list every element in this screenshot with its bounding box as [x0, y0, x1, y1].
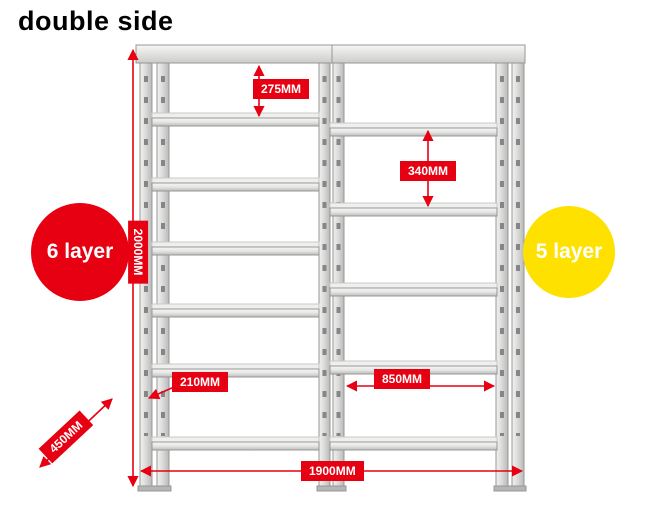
- six-layer-badge: 6 layer: [31, 203, 129, 301]
- page-title: double side: [18, 6, 174, 36]
- left-bay-shelves: [151, 112, 320, 451]
- dim-label-top-gap: 275MM: [253, 79, 310, 100]
- shelf-uprights: [139, 57, 525, 489]
- dim-label-right-gap: 340MM: [400, 161, 457, 182]
- shelf-top-caps: [135, 44, 526, 64]
- five-layer-badge: 5 layer: [523, 206, 615, 298]
- five-layer-badge-label: 5 layer: [535, 240, 603, 263]
- dim-label-total-width: 1900MM: [301, 461, 364, 482]
- shelf-frame: [135, 44, 527, 492]
- shelf-feet: [137, 485, 527, 492]
- six-layer-badge-label: 6 layer: [46, 240, 114, 263]
- dim-label-bay-width: 850MM: [374, 369, 431, 390]
- dim-label-shelf-depth: 210MM: [172, 372, 229, 393]
- dim-label-height: 2000MM: [127, 220, 149, 284]
